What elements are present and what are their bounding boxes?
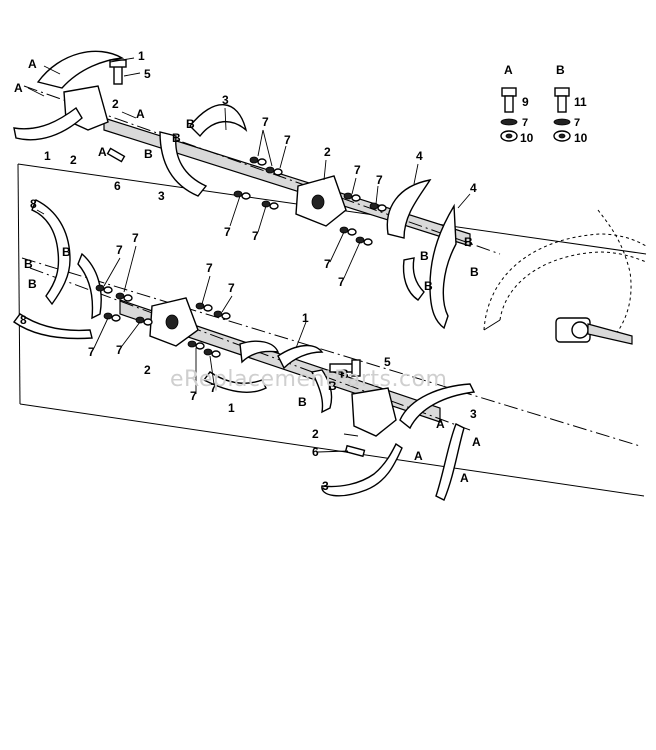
legend-washer-a-number: 7: [522, 117, 528, 129]
upper-fasteners: [106, 59, 387, 246]
callout-ref-b: B: [24, 257, 33, 271]
callout-3: 3: [158, 189, 165, 203]
callout-7: 7: [252, 229, 259, 243]
lock-washer-b: [553, 118, 571, 126]
callout-2: 2: [144, 363, 151, 377]
legend-labels: A B 9 11 7 7 10 10: [504, 63, 588, 145]
callout-3: 3: [222, 93, 229, 107]
callout-2: 2: [312, 427, 319, 441]
legend-washer-b-number: 7: [574, 117, 580, 129]
callout-labels: 1 5 A A A 2 A 6 1 2 3 B B B 3 7 7 2 7 7 …: [14, 49, 481, 493]
callout-ref-b: B: [470, 265, 479, 279]
callout-ref-a: A: [14, 81, 23, 95]
callout-ref-a: A: [414, 449, 423, 463]
callout-7: 7: [262, 115, 269, 129]
callout-2: 2: [112, 97, 119, 111]
callout-7: 7: [206, 261, 213, 275]
callout-ref-b: B: [172, 131, 181, 145]
legend-bolt-b-number: 11: [574, 95, 587, 109]
upper-tine-1-left: [13, 50, 125, 141]
callout-7: 7: [338, 275, 345, 289]
legend-header-b: B: [556, 63, 565, 77]
upper-tine-3-left: [159, 104, 248, 197]
upper-tine-4-right: [386, 179, 457, 330]
tiller-housing: [483, 209, 647, 345]
lower-tine-1: [202, 340, 333, 414]
callout-ref-b: B: [28, 277, 37, 291]
callout-ref-b: B: [186, 117, 195, 131]
bolt-b-head: [554, 87, 570, 97]
callout-ref-b: B: [340, 367, 349, 381]
callout-6: 6: [312, 445, 319, 459]
callout-7: 7: [354, 163, 361, 177]
callout-7: 7: [88, 345, 95, 359]
callout-ref-b: B: [420, 249, 429, 263]
callout-4: 4: [416, 149, 423, 163]
callout-7: 7: [224, 225, 231, 239]
legend-nut-b-number: 10: [574, 131, 588, 145]
callout-7: 7: [324, 257, 331, 271]
callout-ref-a: A: [436, 417, 445, 431]
watermark: eReplacementParts.com: [170, 367, 447, 392]
bolt-a-head: [501, 87, 517, 97]
lower-tine-8: [13, 199, 102, 340]
callout-7: 7: [284, 133, 291, 147]
callout-7: 7: [190, 389, 197, 403]
bolt-a-shank: [504, 95, 514, 113]
callout-ref-b: B: [464, 235, 473, 249]
callout-ref-b: B: [424, 279, 433, 293]
callout-7: 7: [116, 243, 123, 257]
legend-nut-a-number: 10: [520, 131, 534, 145]
callout-7: 7: [116, 343, 123, 357]
callout-5: 5: [144, 67, 151, 81]
legend-bolt-a-number: 9: [522, 95, 529, 109]
callout-3: 3: [470, 407, 477, 421]
callout-8: 8: [30, 197, 37, 211]
hardware-legend: [500, 87, 571, 142]
callout-ref-b: B: [62, 245, 71, 259]
callout-1: 1: [228, 401, 235, 415]
leader-lines: [27, 57, 471, 453]
bolt-b-shank: [557, 95, 567, 113]
upper-tine-shaft: [23, 85, 501, 255]
callout-ref-a: A: [98, 145, 107, 159]
lower-fasteners: [95, 284, 366, 458]
callout-1: 1: [138, 49, 145, 63]
callout-2: 2: [324, 145, 331, 159]
callout-ref-b: B: [328, 379, 337, 393]
callout-8: 8: [20, 313, 27, 327]
callout-ref-a: A: [28, 57, 37, 71]
callout-7: 7: [228, 281, 235, 295]
callout-ref-a: A: [460, 471, 469, 485]
callout-1: 1: [44, 149, 51, 163]
callout-7: 7: [210, 381, 217, 395]
lower-tine-3: [321, 383, 476, 501]
callout-ref-a: A: [136, 107, 145, 121]
callout-ref-a: A: [472, 435, 481, 449]
callout-7: 7: [132, 231, 139, 245]
callout-1: 1: [302, 311, 309, 325]
callout-ref-b: B: [298, 395, 307, 409]
callout-4: 4: [470, 181, 477, 195]
callout-7: 7: [376, 173, 383, 187]
callout-2: 2: [70, 153, 77, 167]
callout-ref-b: B: [144, 147, 153, 161]
callout-6: 6: [114, 179, 121, 193]
lock-washer-a: [500, 118, 518, 126]
callout-5: 5: [384, 355, 391, 369]
legend-header-a: A: [504, 63, 513, 77]
callout-3: 3: [322, 479, 329, 493]
